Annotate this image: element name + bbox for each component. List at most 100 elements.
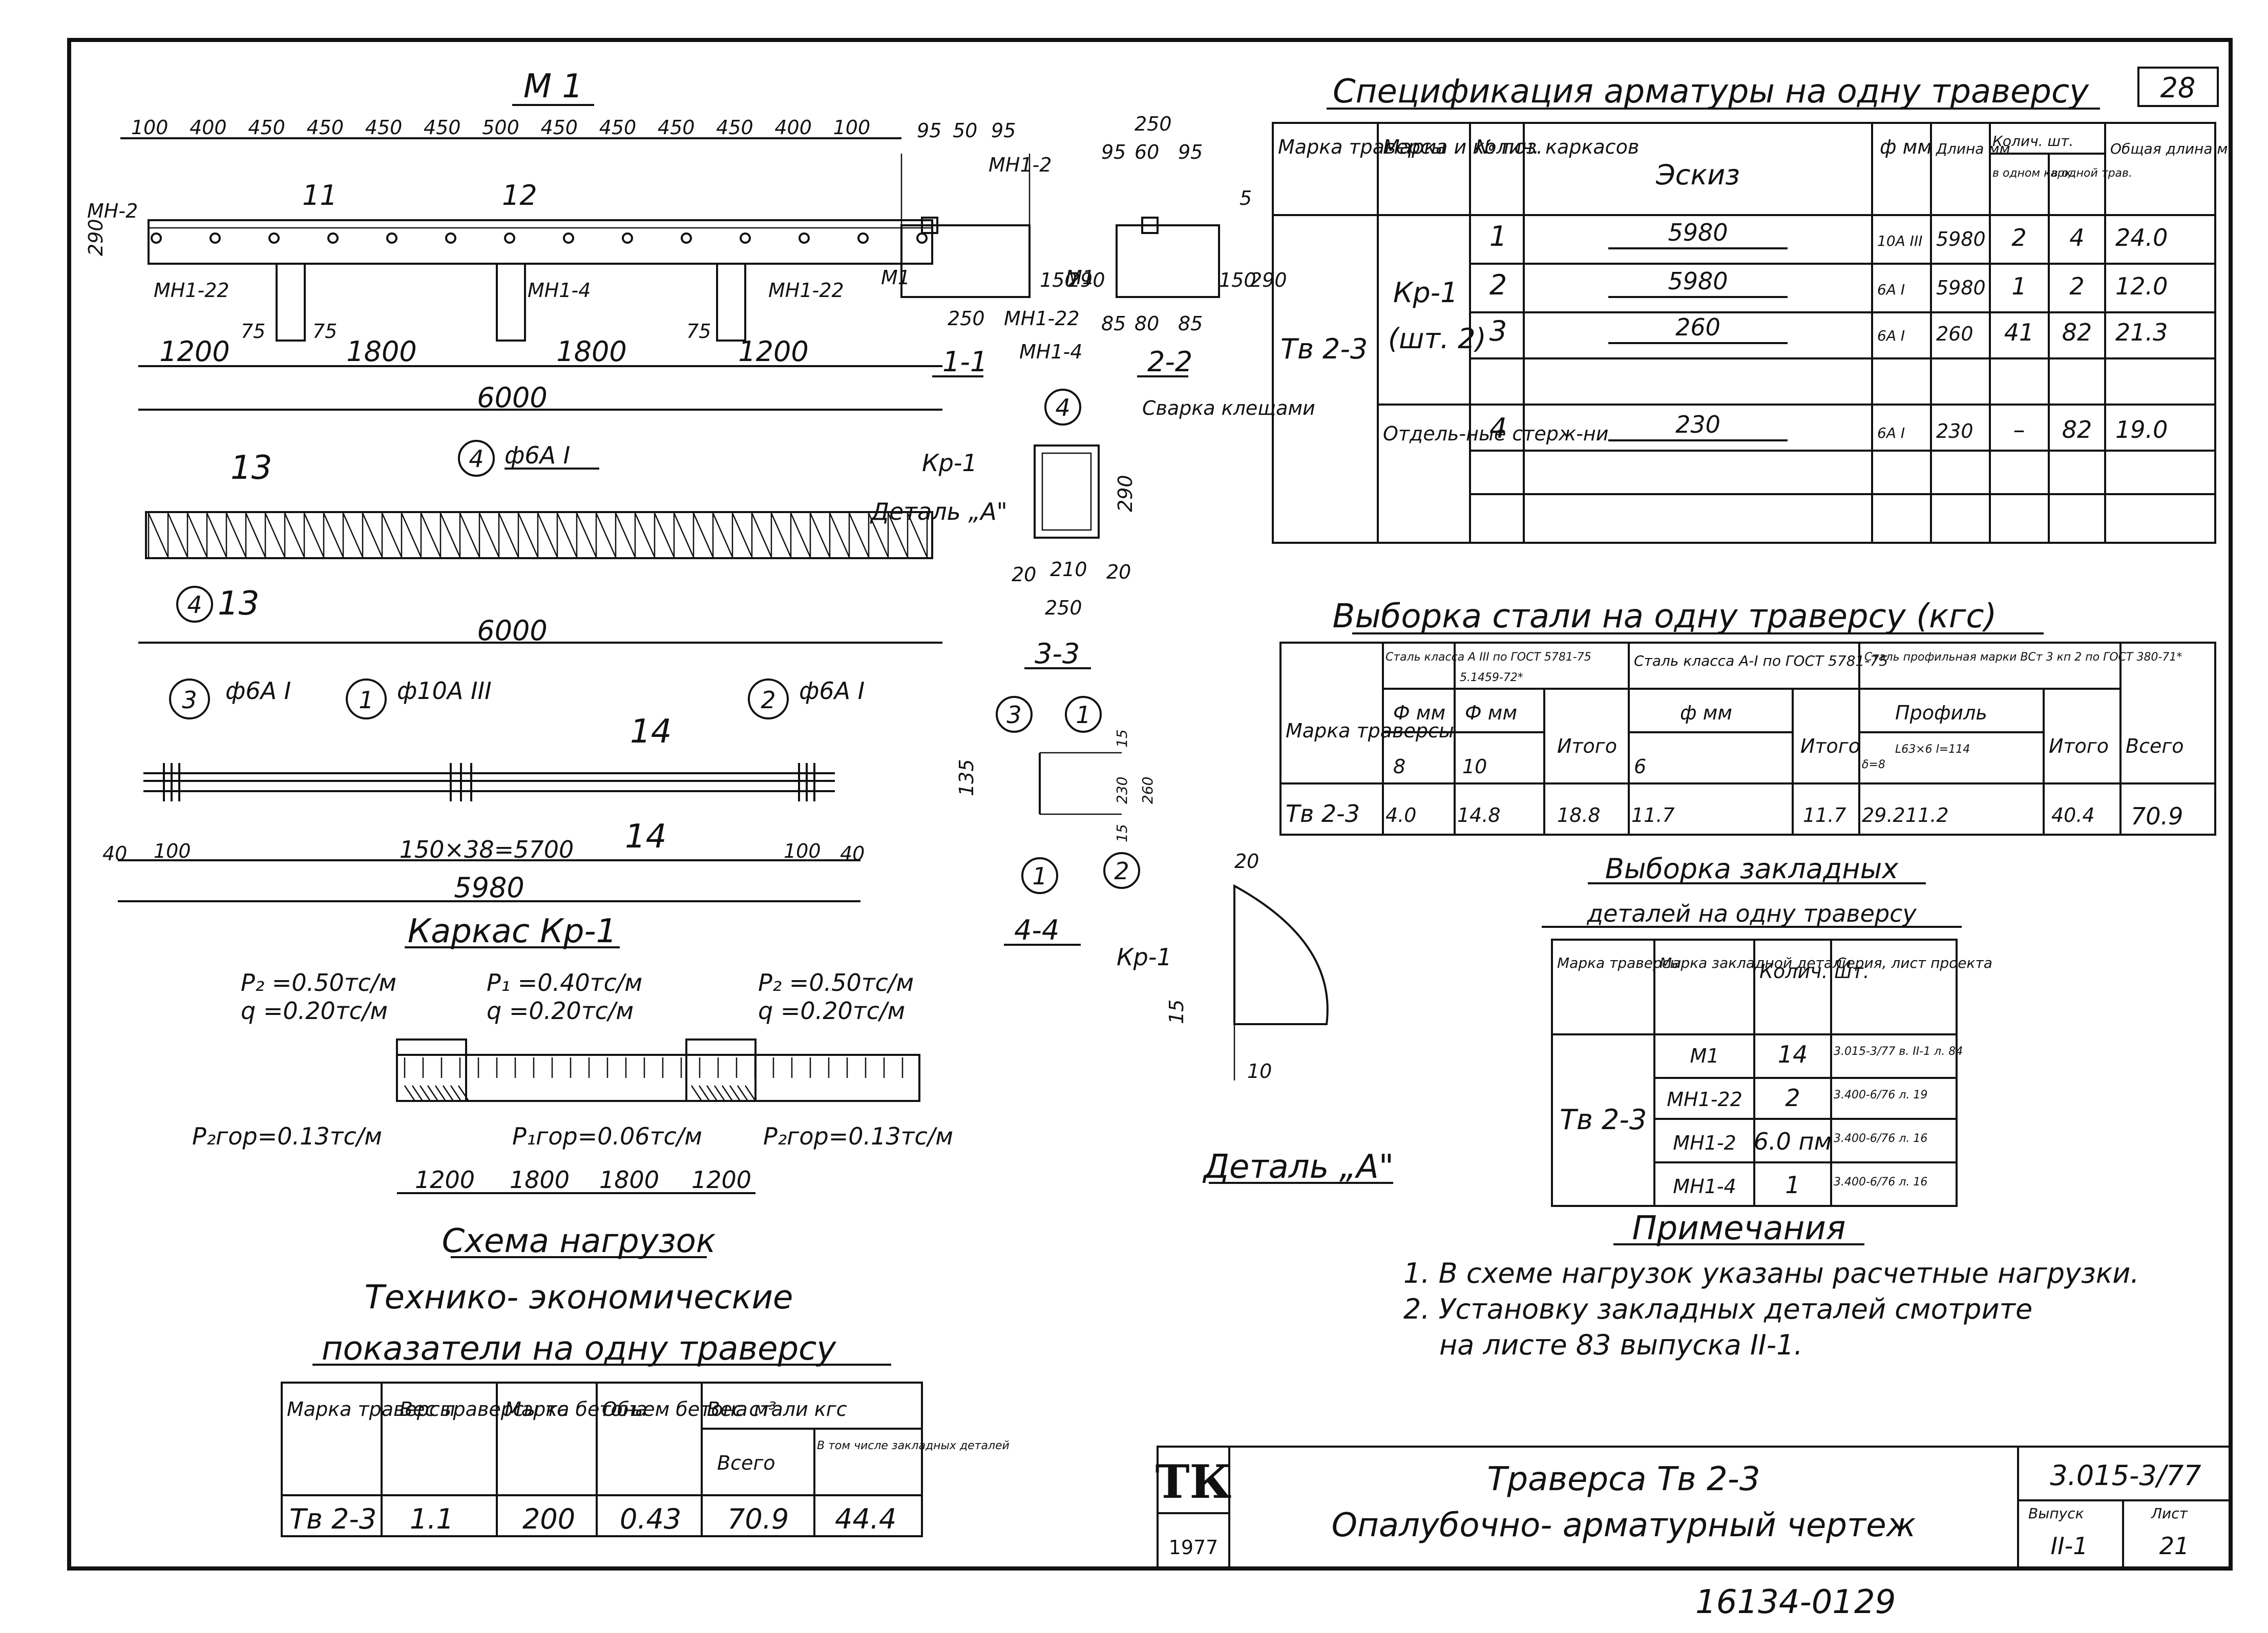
section-mark-12: 12	[502, 179, 537, 211]
load-p2-left: P₂ =0.50тс/м	[241, 969, 396, 996]
s11-label-mn12: МН1-2	[989, 154, 1052, 176]
cage-dim-100b: 100	[784, 840, 821, 862]
section-mark-14a: 14	[630, 713, 671, 751]
plan-pos4-b: 4	[187, 591, 202, 619]
spec-sketch-3: 230	[1675, 411, 1720, 438]
spec-qty-trav-1: 2	[2069, 272, 2084, 300]
spec-h-mark: Марка траверсы	[1278, 136, 1446, 158]
spec-dia-2: 6А I	[1877, 327, 1905, 344]
dim-75-a: 75	[241, 320, 265, 343]
steel-h-prof: Сталь профильная марки ВСт 3 кп 2 по ГОС…	[1864, 651, 2182, 664]
spec-pos-3: 4	[1489, 412, 1507, 444]
s22-label-mn4: МН1-4	[1019, 341, 1082, 363]
sheet-number-box	[2137, 67, 2219, 107]
top-dim-9: 450	[658, 116, 695, 139]
emb-series-0: 3.015-3/77 в. II-1 л. 84	[1834, 1045, 1963, 1058]
s44-pos2: 2	[1114, 857, 1129, 885]
load-arrows	[404, 1057, 904, 1101]
s11-title: 1-1	[942, 346, 988, 378]
top-dim-1: 400	[190, 116, 227, 139]
steel-h-profile: Профиль	[1895, 702, 1987, 724]
s22-dim-250: 250	[1135, 113, 1172, 135]
steel-v8: 4.0	[1385, 804, 1416, 826]
embedded-h-series: Серия, лист проекта	[1836, 955, 1992, 971]
top-dim-2: 450	[248, 116, 285, 139]
s22-dim-95a: 95	[1101, 141, 1126, 163]
spec-qty-cage-0: 2	[2011, 224, 2026, 251]
s22-dim-5: 5	[1240, 187, 1252, 209]
top-dim-3: 450	[307, 116, 344, 139]
s22-label-m1: М1	[1065, 266, 1095, 289]
spec-cage-qty: (шт. 2)	[1388, 323, 1486, 355]
steel-all: 70.9	[2131, 802, 2183, 830]
s33-detail: Деталь „А"	[870, 498, 1007, 525]
s44-pos3: 3	[1006, 701, 1021, 729]
s22-dim-150: 150	[1219, 269, 1256, 291]
s44-dim-230: 230	[1114, 777, 1130, 804]
load-dim-1200b: 1200	[691, 1166, 751, 1194]
load-q-right: q =0.20тс/м	[758, 997, 905, 1025]
cage-dim-100a: 100	[154, 840, 191, 862]
embedded-table: Выборка закладных деталей на одну травер…	[1542, 853, 1992, 1207]
steel-h-all: Всего	[2126, 735, 2184, 757]
top-dim-11: 400	[774, 116, 812, 139]
tech-incl: 44.4	[835, 1503, 896, 1535]
load-q-left: q =0.20тс/м	[241, 997, 388, 1025]
s33-dim-210: 210	[1050, 558, 1087, 581]
spec-sketch-1: 5980	[1668, 267, 1728, 295]
s22-dim-85b: 85	[1178, 312, 1203, 335]
cage-dim-mid: 150×38=5700	[400, 836, 574, 863]
dim-290-elev: 290	[85, 219, 107, 256]
s33-pos4: 4	[1055, 394, 1070, 421]
insert-mark	[563, 232, 574, 244]
label-mn122-left: МН1-22	[154, 279, 229, 302]
spec-sketch-2: 260	[1675, 313, 1720, 341]
note-line-1: 1. В схеме нагрузок указаны расчетные на…	[1403, 1257, 2139, 1289]
s11-dim-95b: 95	[991, 119, 1016, 142]
spec-h-sketch: Эскиз	[1655, 159, 1740, 191]
embedded-title1: Выборка закладных	[1605, 853, 1899, 885]
spec-qty-trav-2: 82	[2062, 319, 2092, 346]
steel-d8: 8	[1393, 755, 1405, 778]
spec-pos-0: 1	[1489, 220, 1507, 252]
steel-d6: 6	[1634, 755, 1646, 778]
span-dim-2: 1800	[556, 335, 626, 368]
tech-volume: 0.43	[620, 1503, 681, 1535]
detail-a: 20 Кр-1 15 10 Деталь „А"	[1117, 850, 1394, 1186]
spec-dia-1: 6А I	[1877, 281, 1905, 298]
emb-part-3: МН1-4	[1673, 1175, 1736, 1198]
spec-h-qty-trav: в одной трав.	[2051, 167, 2132, 180]
insert-mark	[268, 232, 280, 244]
spec-separate: Отдель-ные стерж-ни	[1383, 422, 1608, 445]
spec-title: Спецификация арматуры на одну траверсу	[1333, 73, 2089, 111]
tech-weight: 1.1	[410, 1503, 454, 1535]
spec-qty-cage-2: 41	[2004, 319, 2034, 346]
steel-tot3: 40.4	[2051, 804, 2095, 826]
insert-mark	[857, 232, 869, 244]
tech-h-incl: В том числе закладных деталей	[817, 1439, 1010, 1452]
detail-dim-15: 15	[1165, 1000, 1188, 1024]
top-dim-5: 450	[424, 116, 461, 139]
section-3-3: 4 Сварка клещами Кр-1 Деталь „А" 290 20 …	[870, 389, 1315, 670]
s44-dim-260: 260	[1139, 777, 1156, 804]
emb-qty-2: 6.0 пм	[1754, 1128, 1832, 1155]
s33-kr1: Кр-1	[922, 449, 977, 477]
tech-title2: показатели на одну траверсу	[322, 1330, 837, 1368]
section-4-4: 3 1 1 2 135 230 260 15 15 4-4	[955, 696, 1156, 946]
spec-h-pos: № поз.	[1474, 136, 1543, 158]
section-mark-13b: 13	[218, 585, 259, 623]
insert-mark	[504, 232, 515, 244]
s11-dim-250: 250	[948, 307, 985, 330]
s44-dim-15b: 15	[1114, 824, 1130, 842]
emb-part-0: М1	[1690, 1045, 1719, 1067]
insert-mark	[209, 232, 221, 244]
cage-pos2: 2	[761, 686, 775, 714]
spec-sketch-0: 5980	[1668, 219, 1728, 246]
detail-kr1: Кр-1	[1117, 943, 1172, 971]
cage-dim-40b: 40	[840, 842, 865, 865]
spec-h-cage: Марка и колич. каркасов	[1383, 136, 1639, 158]
s11-dim-150: 150	[1040, 269, 1077, 291]
